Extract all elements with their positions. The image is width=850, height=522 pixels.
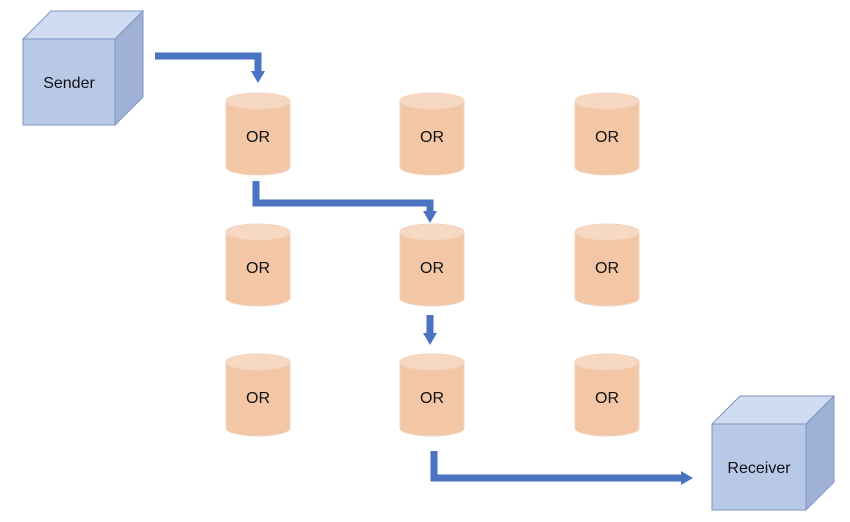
onion-router-3-1: OR (225, 353, 291, 437)
onion-router-label: OR (420, 390, 444, 407)
arrow-sender-to-or (155, 52, 265, 83)
onion-router-1-3: OR (574, 92, 640, 176)
receiver-label: Receiver (727, 460, 791, 477)
onion-router-label: OR (595, 260, 619, 277)
onion-router-grid: OR OR OR OR OR OR OR OR OR (225, 92, 640, 437)
onion-router-3-2: OR (399, 353, 465, 437)
onion-router-label: OR (595, 390, 619, 407)
onion-router-label: OR (420, 260, 444, 277)
sender-front-face (22, 38, 116, 126)
cylinder-body (225, 361, 291, 437)
receiver-front-face (711, 423, 807, 511)
arrow-sender-to-or-head (251, 71, 265, 83)
cylinder-top (399, 92, 465, 110)
cylinder-body (574, 100, 640, 176)
cylinder-body (399, 231, 465, 307)
onion-router-2-3: OR (574, 223, 640, 307)
arrow-or-to-receiver (430, 451, 693, 485)
receiver-node: Receiver (710, 394, 836, 512)
onion-router-3-3: OR (574, 353, 640, 437)
cylinder-top (225, 223, 291, 241)
arrow-or-to-or-middle-line (252, 181, 434, 211)
sender-node: Sender (21, 9, 145, 127)
onion-router-label: OR (246, 260, 270, 277)
cylinder-top (574, 353, 640, 371)
arrow-or-to-receiver-head (681, 471, 693, 485)
sender-label: Sender (43, 75, 95, 92)
cylinder-top (399, 223, 465, 241)
route-arrows (155, 52, 693, 485)
cylinder-body (399, 100, 465, 176)
onion-router-label: OR (246, 129, 270, 146)
cylinder-body (574, 231, 640, 307)
onion-router-2-1: OR (225, 223, 291, 307)
onion-router-label: OR (246, 390, 270, 407)
arrow-or-to-or-middle-head (423, 211, 437, 223)
onion-router-2-2: OR (399, 223, 465, 307)
arrow-or-to-or-middle (252, 181, 437, 223)
onion-router-label: OR (420, 129, 444, 146)
cylinder-top (225, 92, 291, 110)
onion-router-label: OR (595, 129, 619, 146)
cylinder-body (225, 100, 291, 176)
cylinder-body (574, 361, 640, 437)
sender-side-face (114, 9, 144, 127)
arrow-or-to-or-bottom-head (423, 333, 437, 345)
cylinder-top (225, 353, 291, 371)
cylinder-top (574, 223, 640, 241)
arrow-or-to-or-bottom (423, 315, 437, 345)
arrow-or-to-receiver-line (430, 451, 681, 482)
cylinder-body (399, 361, 465, 437)
cylinder-top (574, 92, 640, 110)
receiver-side-face (805, 394, 835, 512)
onion-router-1-1: OR (225, 92, 291, 176)
arrow-sender-to-or-line (155, 52, 262, 71)
cylinder-top (399, 353, 465, 371)
onion-router-1-2: OR (399, 92, 465, 176)
cylinder-body (225, 231, 291, 307)
